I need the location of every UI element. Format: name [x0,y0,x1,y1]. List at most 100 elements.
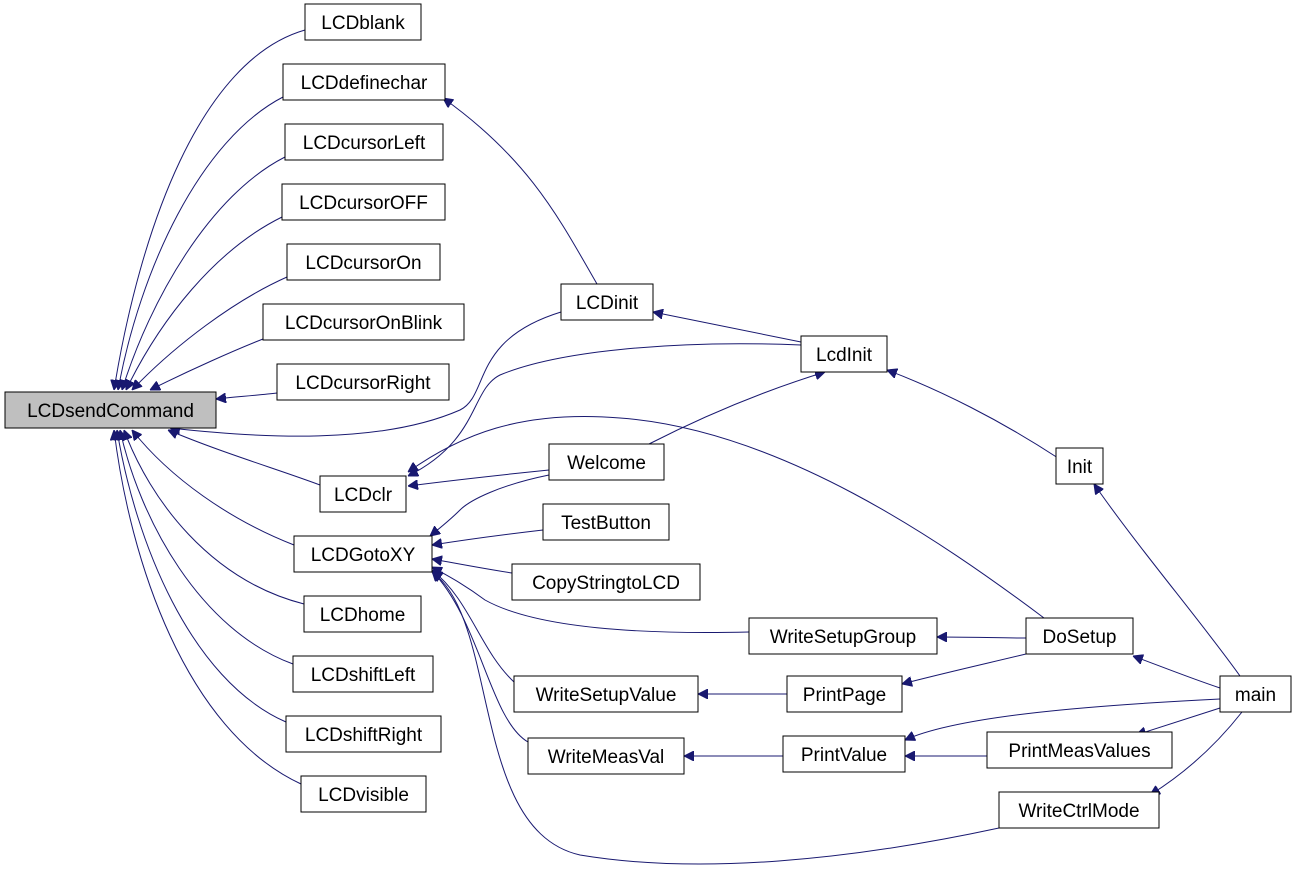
node-box [548,443,665,481]
node-lcdblank[interactable]: LCDblank [304,3,422,41]
edge-welcome-to-lcdgotoxy [430,474,550,536]
node-box [786,675,903,713]
node-box [284,123,444,161]
edge-lcdcursorright-to-lcdsendcommand [216,392,278,399]
node-box [4,391,217,429]
node-box [276,363,450,401]
node-label: CopyStringtoLCD [532,573,680,594]
node-label: WriteMeasVal [548,747,665,768]
edge-writesetupgroup-to-lcdgotoxy [432,567,750,634]
node-box [292,655,434,693]
node-label: LCDsendCommand [27,401,194,422]
node-label: LCDshiftLeft [311,665,416,686]
node-dosetup[interactable]: DoSetup [1025,617,1134,655]
node-label: LCDshiftRight [305,725,423,746]
edge-lcdcursorleft-to-lcdsendcommand [122,156,286,390]
edge-init-to-lcdinit [887,370,1059,459]
edge-lcdcursoroff-to-lcdsendcommand [126,216,283,390]
node-box [800,335,888,373]
node-lcddefinechar[interactable]: LCDdefinechar [282,63,446,101]
node-label: LCDvisible [318,785,409,806]
node-lcdcursoroff[interactable]: LCDcursorOFF [281,183,446,221]
node-box [1025,617,1134,655]
node-lcdcursorleft[interactable]: LCDcursorLeft [284,123,444,161]
node-label: LCDcursorOn [305,253,421,274]
node-box [560,283,654,321]
node-label: LCDblank [321,13,405,34]
edge-writesetupvalue-to-lcdgotoxy [432,570,515,683]
edge-lcdblank-to-lcdsendcommand [114,29,306,390]
node-printvalue[interactable]: PrintValue [782,735,906,773]
edges-layer [114,29,1243,865]
node-label: PrintMeasValues [1008,741,1150,762]
node-box [986,731,1173,769]
edge-lcdhome-to-lcdsendcommand [124,430,305,605]
node-init[interactable]: Init [1055,447,1104,485]
edge-dosetup-to-printpage [902,653,1027,684]
node-box [319,475,407,513]
node-writesetupgroup[interactable]: WriteSetupGroup [748,617,938,655]
edge-main-to-dosetup [1133,656,1221,689]
node-label: LCDcursorRight [295,373,431,394]
node-box [998,791,1160,829]
edge-welcome-to-lcdclr [408,469,550,486]
node-box [1055,447,1104,485]
node-label: LCDcursorLeft [303,133,426,154]
node-box [748,617,938,655]
node-label: LCDcursorOFF [299,193,428,214]
node-box [511,563,701,601]
edge-lcdvisible-to-lcdsendcommand [114,430,302,785]
node-label: WriteCtrlMode [1018,801,1139,822]
edge-lcdshiftright-to-lcdsendcommand [117,430,287,723]
node-box [300,775,427,813]
node-lcdcursoron[interactable]: LCDcursorOn [286,243,441,281]
edge-main-to-init [1094,484,1241,677]
node-testbutton[interactable]: TestButton [542,503,670,541]
edge-lcdclr-to-lcdsendcommand [168,430,321,486]
node-lcdclr[interactable]: LCDclr [319,475,407,513]
node-writemeasval[interactable]: WriteMeasVal [527,737,685,775]
node-label: LCDinit [576,293,639,314]
node-welcome[interactable]: Welcome [548,443,665,481]
node-label: LCDcursorOnBlink [285,313,443,334]
node-label: PrintPage [803,685,886,706]
edge-lcdgotoxy-to-lcdsendcommand [132,430,295,546]
node-label: LCDclr [334,485,393,506]
node-lcdvisible[interactable]: LCDvisible [300,775,427,813]
node-writesetupvalue[interactable]: WriteSetupValue [513,675,699,713]
node-writectrlmode[interactable]: WriteCtrlMode [998,791,1160,829]
edge-testbutton-to-lcdgotoxy [432,529,544,545]
edge-lcdinit-to-lcdinit [653,312,802,343]
edge-lcddefinechar-to-lcdsendcommand [118,96,284,390]
node-lcdinit[interactable]: LCDinit [560,283,654,321]
node-main[interactable]: main [1219,675,1292,713]
edge-main-to-printvalue [905,698,1221,740]
node-lcdshiftright[interactable]: LCDshiftRight [285,715,442,753]
edge-lcdinit-to-lcdclr [408,343,802,476]
edge-welcome-to-lcdinit [648,372,825,445]
node-label: TestButton [561,513,651,534]
node-lcdinit[interactable]: LcdInit [800,335,888,373]
node-lcdcursoronblink[interactable]: LCDcursorOnBlink [262,303,465,341]
edge-writemeasval-to-lcdgotoxy [432,571,529,743]
node-lcdsendcommand[interactable]: LCDsendCommand [4,391,217,429]
node-label: DoSetup [1043,627,1117,648]
node-copystringtolcd[interactable]: CopyStringtoLCD [511,563,701,601]
node-box [303,595,422,633]
edge-main-to-printmeasvalues [1136,707,1221,735]
node-label: WriteSetupGroup [770,627,916,648]
node-lcdgotoxy[interactable]: LCDGotoXY [293,535,433,573]
node-lcdhome[interactable]: LCDhome [303,595,422,633]
node-lcdshiftleft[interactable]: LCDshiftLeft [292,655,434,693]
node-label: LCDdefinechar [301,73,428,94]
node-box [304,3,422,41]
node-printpage[interactable]: PrintPage [786,675,903,713]
node-printmeasvalues[interactable]: PrintMeasValues [986,731,1173,769]
node-label: LcdInit [816,345,873,366]
edge-lcdinit-to-lcddefinechar [443,98,598,285]
node-label: LCDhome [320,605,406,626]
edge-lcdinit-to-lcdsendcommand [170,311,562,437]
node-lcdcursorright[interactable]: LCDcursorRight [276,363,450,401]
node-box [262,303,465,341]
